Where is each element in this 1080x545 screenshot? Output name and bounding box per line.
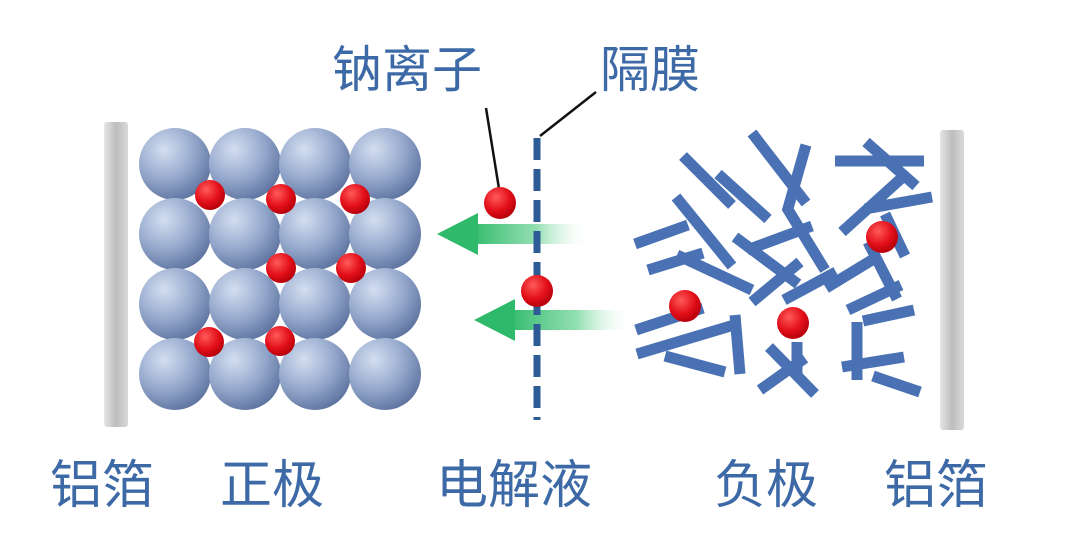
label-separator: 隔膜 bbox=[600, 41, 700, 99]
leader-line-sodium-ion bbox=[484, 107, 502, 196]
anode-rod bbox=[679, 152, 736, 209]
label-foil-left: 铝箔 bbox=[50, 456, 154, 516]
sodium-ion-anode bbox=[866, 221, 898, 253]
sodium-ion-anode bbox=[669, 290, 701, 322]
anode-rod bbox=[714, 169, 772, 224]
anode-rod bbox=[671, 193, 737, 270]
label-foil-right: 铝箔 bbox=[884, 456, 988, 516]
cathode-particle bbox=[349, 338, 421, 410]
anode-rod bbox=[781, 267, 839, 305]
anode-rods bbox=[633, 129, 933, 398]
cathode-particle bbox=[349, 128, 421, 200]
anode-rod bbox=[871, 370, 922, 398]
label-electrolyte: 电解液 bbox=[436, 456, 592, 516]
sodium-ion-cathode bbox=[265, 326, 295, 356]
sodium-ion-cathode bbox=[340, 184, 370, 214]
cathode-particle bbox=[209, 338, 281, 410]
cathode-particle bbox=[349, 198, 421, 270]
cathode-particle bbox=[349, 268, 421, 340]
anode-rod bbox=[845, 280, 904, 315]
anode-rod bbox=[748, 257, 804, 307]
cathode-particle bbox=[279, 338, 351, 410]
anode-rod bbox=[782, 205, 830, 273]
cathode-particle bbox=[139, 198, 211, 270]
anode-rod bbox=[861, 304, 916, 327]
cathode-particle bbox=[279, 128, 351, 200]
cathode-particle bbox=[279, 268, 351, 340]
anode-rod bbox=[635, 319, 736, 360]
cathode-particle bbox=[139, 268, 211, 340]
foil-right bbox=[940, 130, 964, 430]
foil-left bbox=[104, 122, 128, 427]
sodium-ion-transit bbox=[521, 275, 553, 307]
anode-rod bbox=[633, 219, 690, 250]
cathode-particle bbox=[209, 128, 281, 200]
arrow-upper bbox=[437, 213, 590, 255]
sodium-ions bbox=[194, 180, 898, 357]
anode-rod bbox=[823, 255, 875, 293]
sodium-ion-anode bbox=[777, 307, 809, 339]
anode-rod bbox=[729, 314, 746, 375]
cathode-particle bbox=[139, 338, 211, 410]
sodium-ion-cathode bbox=[336, 253, 366, 283]
cathode-particle bbox=[139, 128, 211, 200]
anode-rod bbox=[841, 351, 905, 373]
anode-rod bbox=[646, 247, 705, 276]
leader-line-separator bbox=[539, 91, 597, 137]
label-cathode: 正极 bbox=[220, 456, 324, 516]
arrow-lower bbox=[474, 299, 633, 341]
anode-rod bbox=[756, 353, 809, 395]
anode-rod bbox=[674, 250, 755, 295]
sodium-ion-transit bbox=[484, 187, 516, 219]
anode-rod bbox=[663, 350, 727, 378]
cathode-particle bbox=[279, 198, 351, 270]
label-sodium-ion: 钠离子 bbox=[332, 41, 482, 99]
anode-rod bbox=[781, 143, 812, 214]
sodium-ion-cathode bbox=[195, 180, 225, 210]
sodium-ion-cathode bbox=[266, 253, 296, 283]
sodium-ion-cathode bbox=[194, 327, 224, 357]
cathode-particle bbox=[209, 198, 281, 270]
cathode-particles bbox=[139, 128, 421, 410]
label-anode: 负极 bbox=[714, 456, 818, 516]
anode-rod bbox=[864, 191, 933, 215]
sodium-ion-cathode bbox=[266, 184, 296, 214]
cathode-particle bbox=[209, 268, 281, 340]
